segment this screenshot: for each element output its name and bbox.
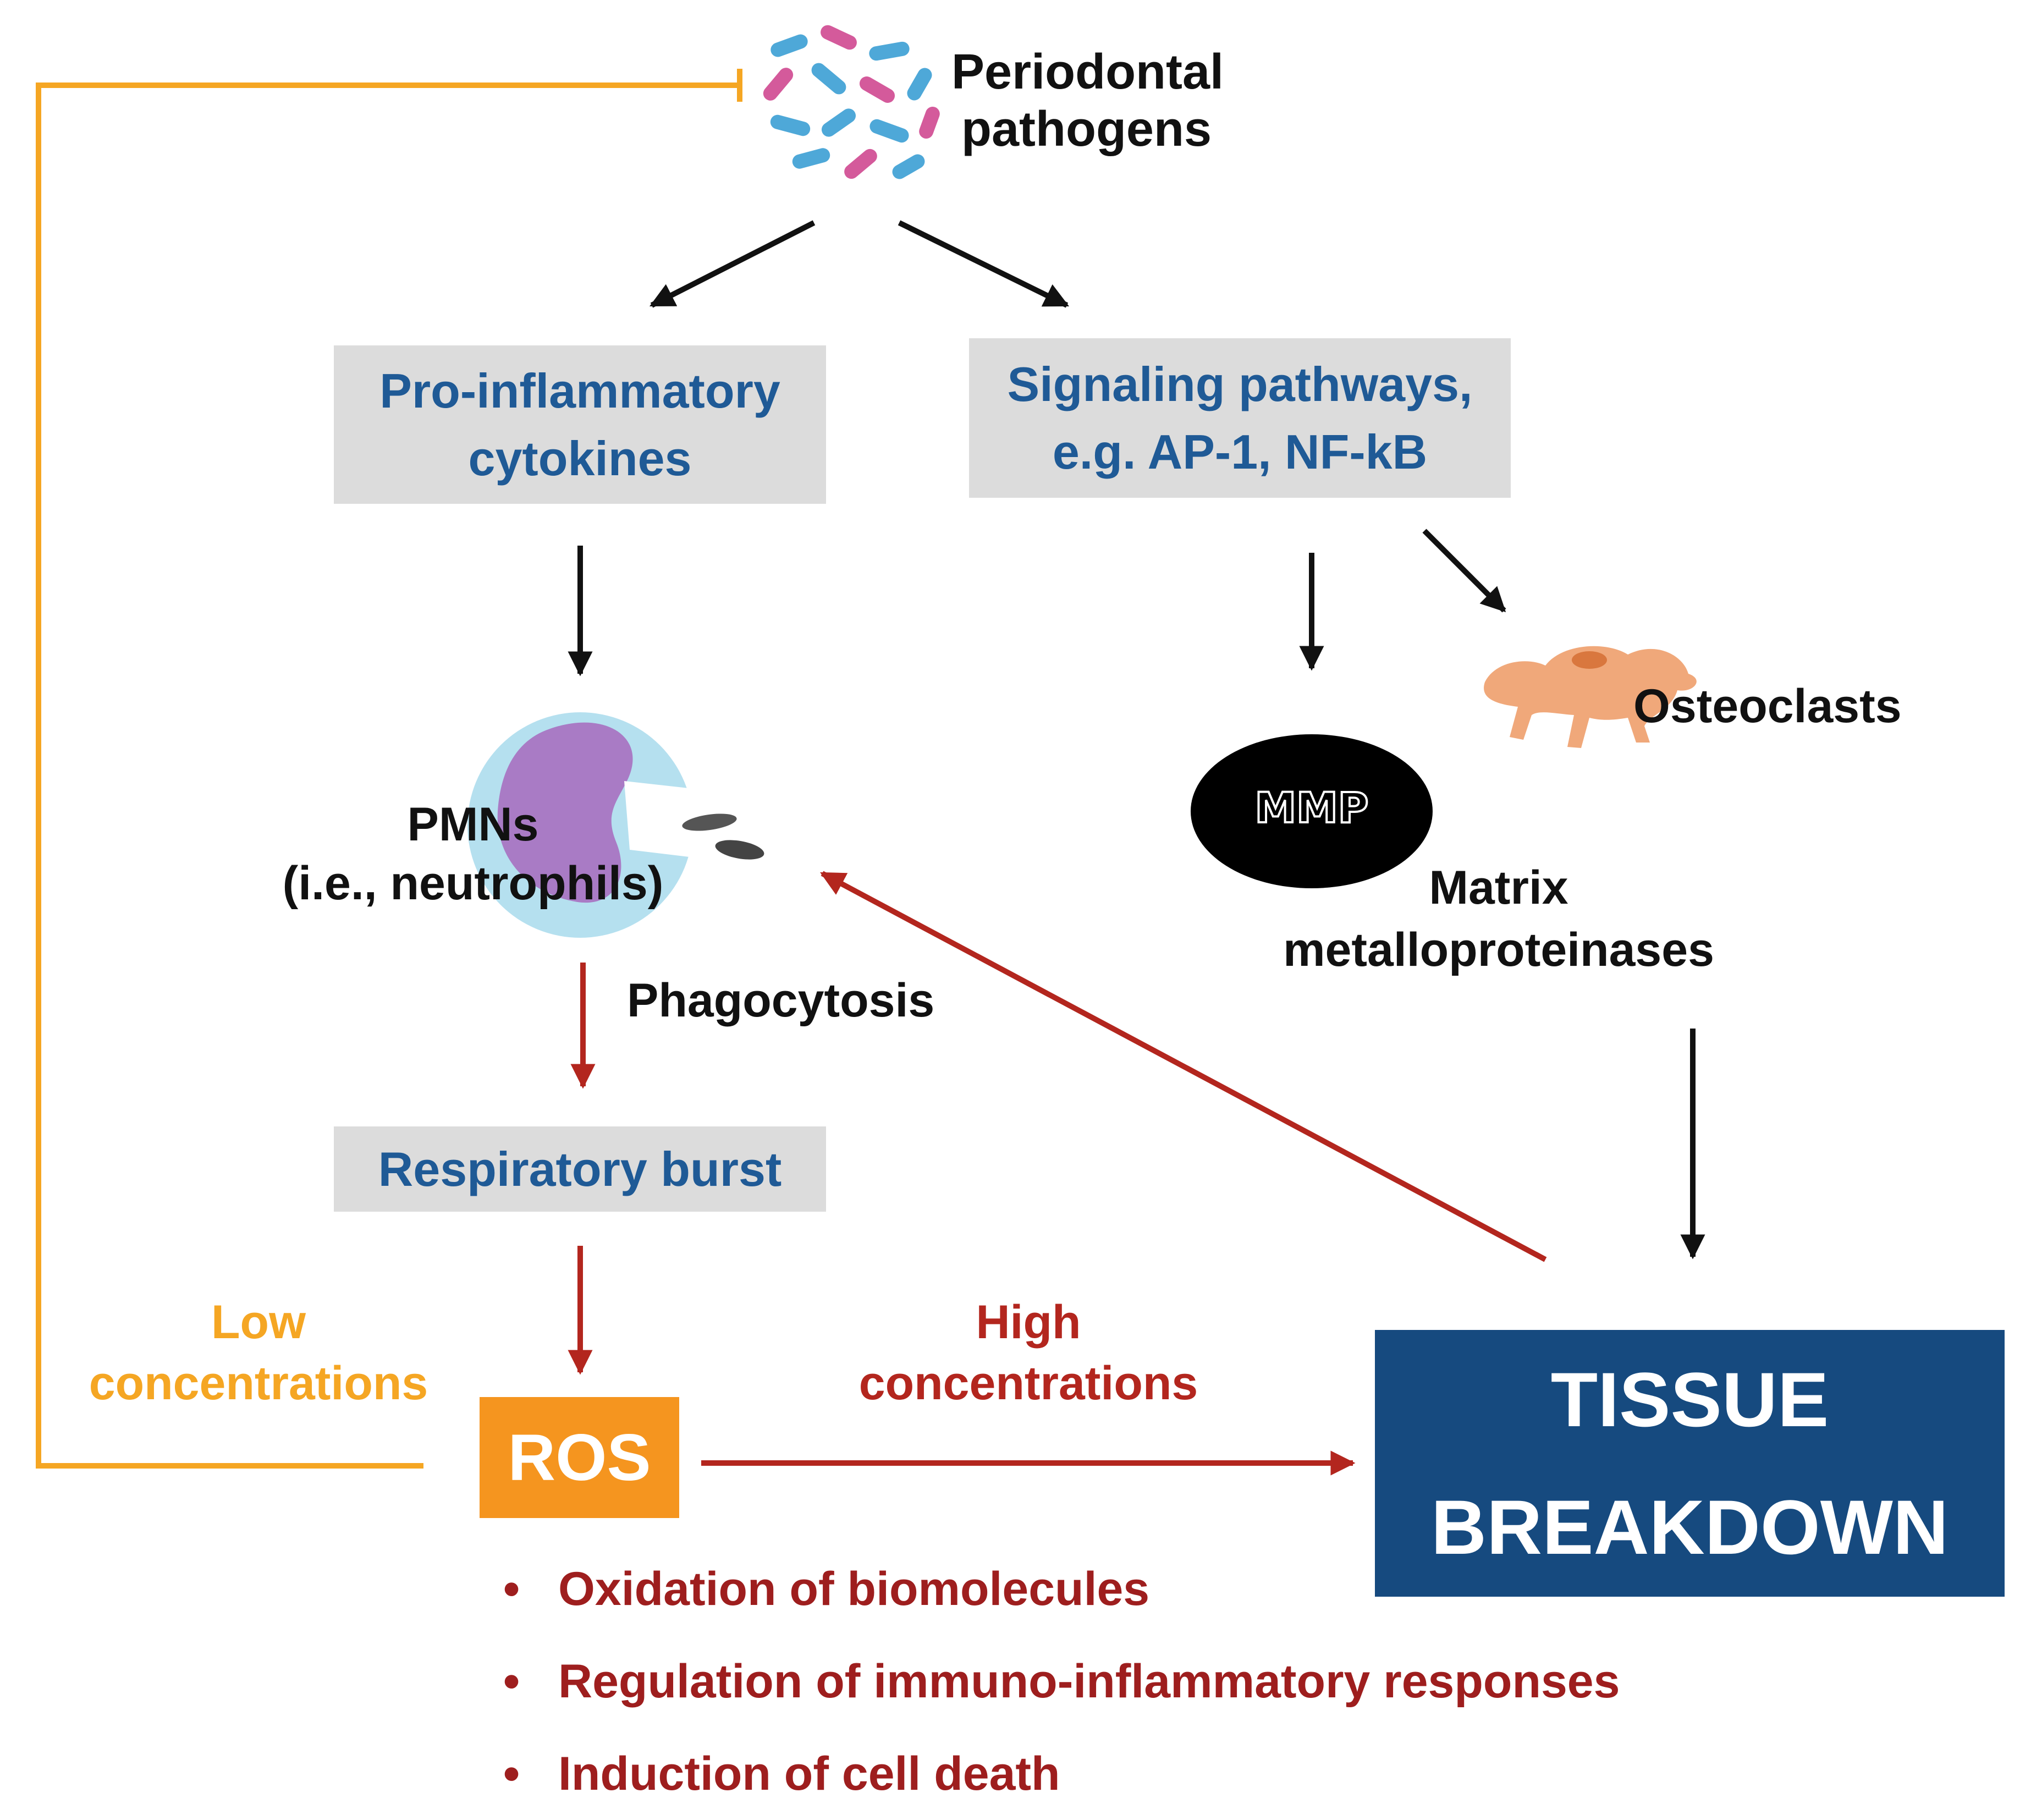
cytokines-line1: Pro-inflammatory [379, 363, 780, 418]
cytokines-box: Pro-inflammatory cytokines [334, 345, 826, 504]
high-conc-line1: High [976, 1296, 1081, 1349]
high-concentrations-label: High concentrations [814, 1295, 1243, 1411]
osteoclasts-label: Osteoclasts [1633, 680, 1902, 733]
arrow-signaling-to-osteoclasts [1422, 529, 1506, 613]
pmns-line2: (i.e., neutrophils) [282, 856, 664, 910]
pmns-label: PMNs (i.e., neutrophils) [253, 798, 693, 911]
low-conc-line2: concentrations [89, 1356, 428, 1410]
pathogens-line2: pathogens [961, 101, 1212, 157]
arrow-pathogens-to-signaling [898, 220, 1070, 308]
low-conc-line1: Low [211, 1296, 306, 1349]
signaling-line2: e.g. AP-1, NF-kB [1052, 425, 1428, 479]
mmp-line1: Matrix [1429, 861, 1568, 914]
mmp-enzyme-icon [1191, 734, 1433, 888]
high-conc-line2: concentrations [858, 1356, 1198, 1410]
low-concentrations-label: Low concentrations [55, 1295, 462, 1411]
ros-label: ROS [508, 1421, 651, 1494]
pathogens-line1: Periodontal [951, 45, 1224, 100]
pathogens-label: Periodontal pathogens [951, 44, 1224, 158]
signaling-line1: Signaling pathways, [1007, 356, 1473, 411]
ros-effects-list: Oxidation of biomolecules Regulation of … [503, 1543, 1620, 1820]
arrow-pathogens-to-cytokines [649, 220, 816, 308]
mmp-label: Matrix metalloproteinases [1237, 861, 1760, 977]
mmp-badge-label: MMP [1254, 783, 1370, 833]
bacteria-cluster-icon [763, 22, 940, 182]
ros-box: ROS [480, 1397, 679, 1518]
neutrophil-cell-icon [467, 712, 764, 938]
signaling-box: Signaling pathways, e.g. AP-1, NF-kB [969, 338, 1511, 498]
arrow-tissue-to-pmns [820, 871, 1547, 1262]
feedback-line-low-concentrations [36, 83, 740, 1469]
respiratory-burst-label: Respiratory burst [378, 1141, 782, 1196]
mmp-line2: metalloproteinases [1283, 923, 1714, 976]
ros-effect-item: Oxidation of biomolecules [503, 1543, 1620, 1635]
respiratory-burst-box: Respiratory burst [334, 1126, 826, 1212]
osteoclast-cell-icon [1484, 646, 1697, 748]
pmns-line1: PMNs [407, 798, 539, 851]
ros-effect-item: Induction of cell death [503, 1728, 1620, 1820]
ros-effect-item: Regulation of immuno-inflammatory respon… [503, 1635, 1620, 1728]
cytokines-line2: cytokines [468, 431, 692, 486]
phagocytosis-label: Phagocytosis [627, 974, 935, 1027]
tissue-line1: TISSUE [1550, 1356, 1829, 1443]
